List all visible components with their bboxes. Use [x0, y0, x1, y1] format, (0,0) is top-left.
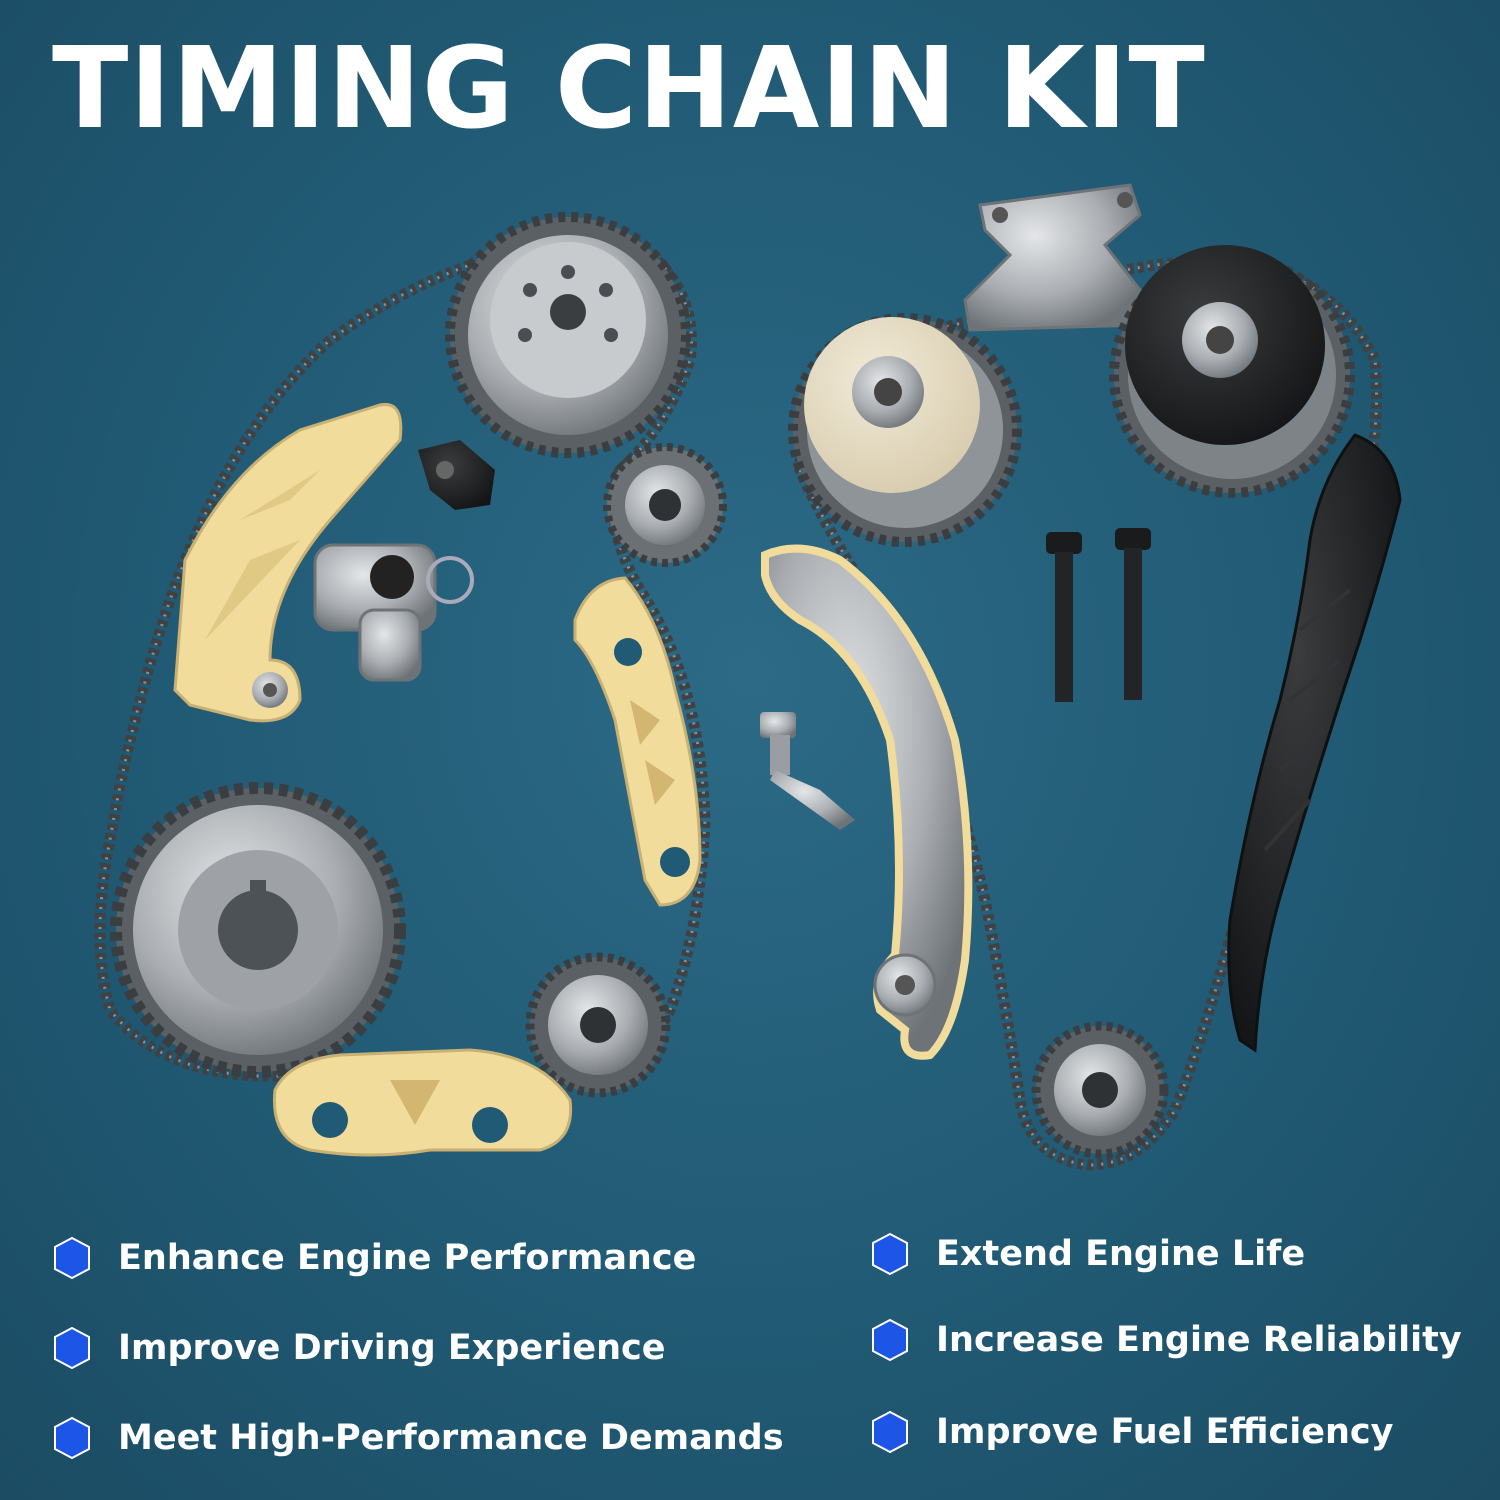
feature-label: Improve Fuel Efficiency: [936, 1412, 1394, 1452]
tensioner-arm: [761, 544, 973, 1060]
feature-label: Increase Engine Reliability: [936, 1320, 1462, 1360]
feature-label: Meet High-Performance Demands: [118, 1418, 784, 1458]
crank-sprocket-right: [1031, 1021, 1169, 1159]
right-chain-assembly: [760, 183, 1402, 1171]
hexagon-icon: [872, 1318, 908, 1362]
exhaust-cam-phaser: [1109, 245, 1355, 498]
hexagon-icon: [54, 1416, 90, 1460]
right-chain-guide: [573, 576, 702, 907]
feature-item: Increase Engine Reliability: [870, 1318, 1462, 1362]
feature-item: Enhance Engine Performance: [52, 1236, 696, 1280]
crank-sprocket-small: [525, 952, 671, 1098]
chain-tensioner: [313, 543, 474, 682]
idler-sprocket-small: [603, 443, 727, 567]
feature-item: Extend Engine Life: [870, 1232, 1305, 1276]
bolts: [1046, 528, 1151, 702]
intake-cam-phaser: [788, 313, 1022, 547]
feature-item: Meet High-Performance Demands: [52, 1416, 784, 1460]
hexagon-icon: [54, 1326, 90, 1370]
feature-label: Improve Driving Experience: [118, 1328, 666, 1368]
guide-pin: [760, 712, 855, 830]
upper-guide-bracket: [963, 183, 1142, 332]
cam-sprocket-left: [445, 212, 691, 458]
left-chain-assembly: [94, 212, 727, 1157]
crank-gear-large: [110, 782, 406, 1078]
black-chain-guide: [1227, 433, 1402, 1053]
left-chain-guide: [173, 402, 403, 723]
feature-label: Enhance Engine Performance: [118, 1238, 697, 1278]
tensioner-bracket: [418, 440, 495, 510]
hexagon-icon: [872, 1232, 908, 1276]
feature-item: Improve Driving Experience: [52, 1326, 666, 1370]
feature-item: Improve Fuel Efficiency: [870, 1410, 1394, 1454]
hexagon-icon: [54, 1236, 90, 1280]
feature-label: Extend Engine Life: [936, 1234, 1306, 1274]
page-title: TIMING CHAIN KIT: [52, 24, 1206, 154]
hexagon-icon: [872, 1410, 908, 1454]
